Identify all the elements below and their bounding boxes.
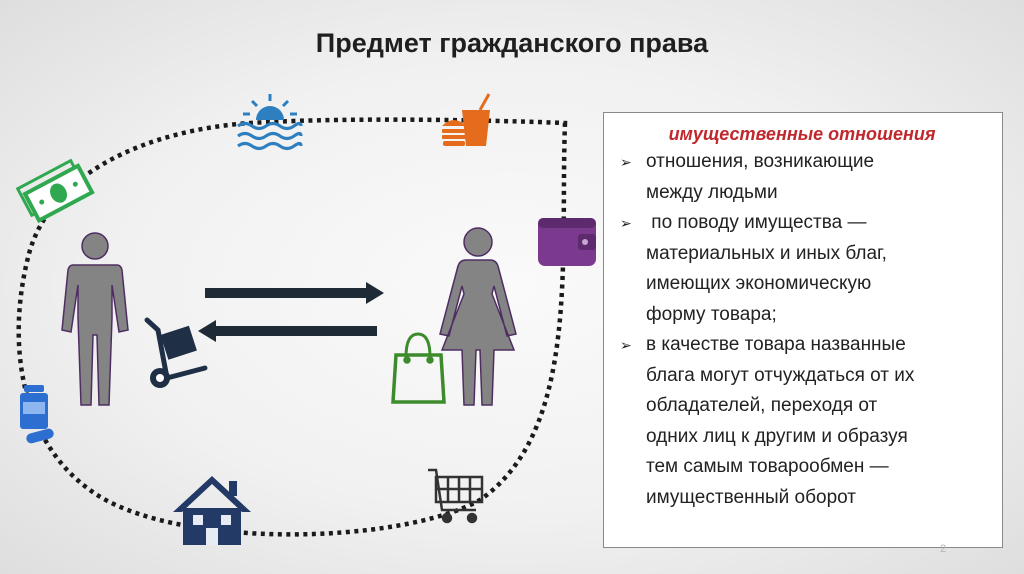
bullet-arrow-icon: ➢: [620, 215, 632, 231]
bullet-line: материальных и иных благ,: [646, 242, 887, 264]
bullet-line: в качестве товара названные: [646, 334, 906, 355]
bullet-line: обладателей, переходя от: [646, 395, 878, 416]
sun-over-waves-icon: [237, 94, 303, 151]
arrow-to-man: [198, 320, 377, 342]
medicine-icon: [20, 385, 54, 444]
shopping-cart-icon: [428, 468, 484, 524]
bullet-line: отношения, возникающие: [646, 151, 875, 172]
arrow-to-woman: [205, 282, 384, 304]
bullet-line: блага могут отчуждаться от их: [646, 364, 915, 386]
slide-title: Предмет гражданского права: [315, 28, 709, 58]
bullet-line: между людьми: [646, 181, 778, 203]
slide-number: 2: [940, 543, 947, 555]
bullet-item: ➢ отношения, возникающие между людьми: [616, 147, 988, 208]
fast-food-icon: [442, 93, 491, 146]
bullet-line: по поводу имущества —: [646, 212, 867, 233]
bullet-list: ➢ отношения, возникающие между людьми ➢ по …: [616, 147, 988, 513]
house-icon: [173, 476, 251, 545]
property-relations-box: имущественные отношения ➢ отношения, возн…: [603, 112, 1003, 548]
shopping-bag-icon: [391, 332, 446, 404]
box-heading: имущественные отношения: [668, 124, 936, 144]
bullet-line: тем самым товарообмен —: [646, 456, 889, 477]
bullet-line: форму товара;: [646, 303, 777, 325]
man-icon: [61, 232, 129, 406]
hand-truck-icon: [144, 317, 208, 388]
bullet-arrow-icon: ➢: [620, 337, 632, 353]
bullet-arrow-icon: ➢: [620, 154, 632, 170]
bullet-item: ➢ в качестве товара названные блага могут …: [616, 330, 988, 513]
bullet-line: имеющих экономическую: [646, 273, 872, 294]
bullet-line: имущественный оборот: [646, 486, 856, 508]
bullet-item: ➢ по поводу имущества — материальных и ин…: [616, 208, 988, 330]
woman-icon: [439, 227, 517, 406]
money-icon: [15, 158, 95, 224]
bullet-line: одних лиц к другим и образуя: [646, 425, 908, 447]
wallet-icon: [538, 218, 596, 266]
